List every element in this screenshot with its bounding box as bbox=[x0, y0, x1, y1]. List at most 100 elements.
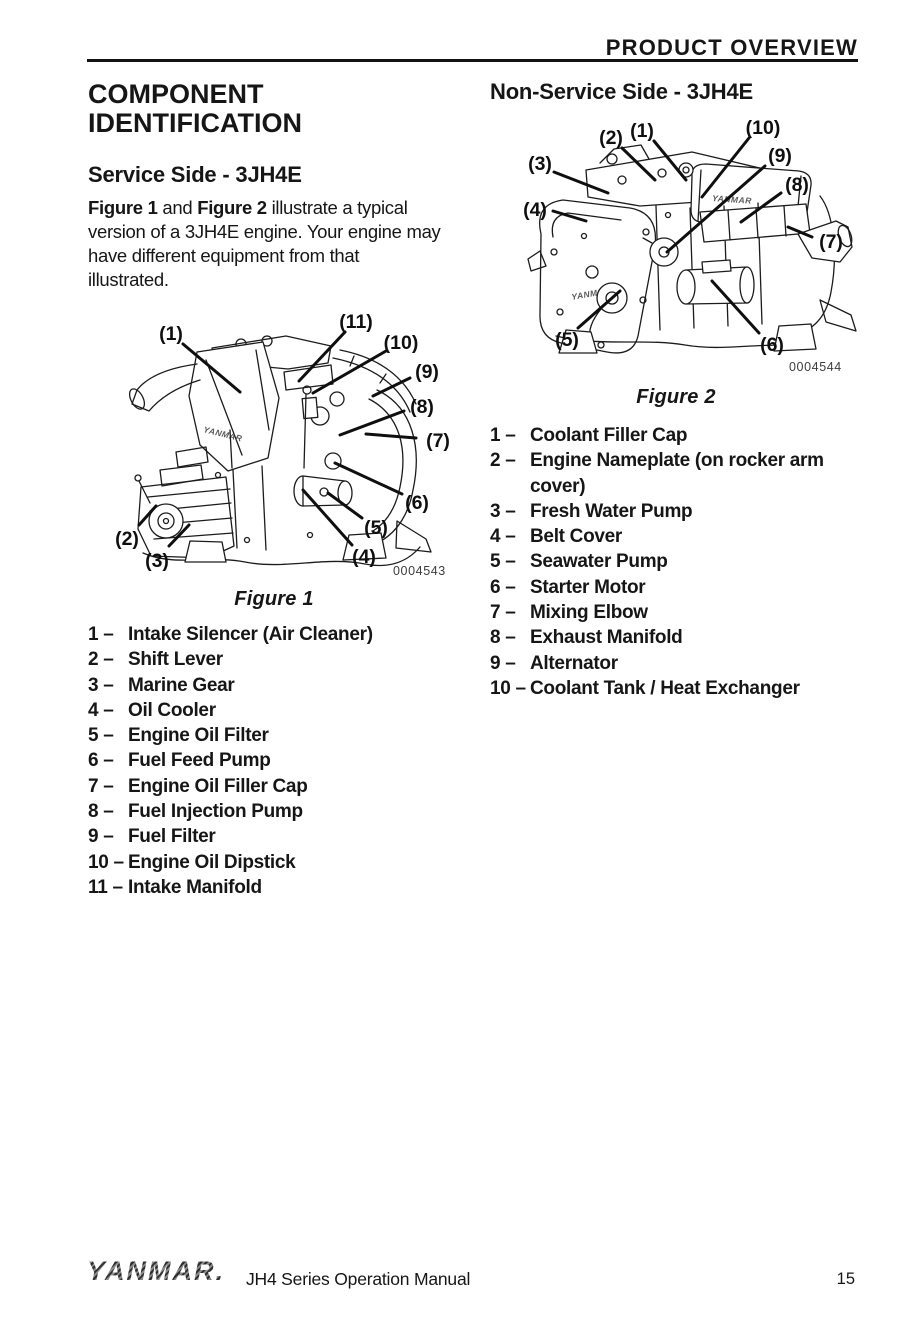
item-label: Seawater Pump bbox=[530, 551, 668, 573]
footer-manual-title: JH4 Series Operation Manual bbox=[246, 1269, 471, 1289]
item-number: 9 – bbox=[88, 826, 114, 848]
component-list-item: 7 – Mixing Elbow bbox=[490, 600, 862, 625]
callout-leader-line bbox=[364, 432, 418, 440]
component-list-item: 1 –Coolant Filler Cap bbox=[490, 423, 862, 448]
item-label: Mixing Elbow bbox=[530, 602, 648, 624]
callout-leader-line bbox=[326, 491, 364, 520]
item-number: 6 – bbox=[490, 576, 516, 598]
component-list-item: 5 –Engine Oil Filter bbox=[88, 723, 472, 748]
item-label: Fuel Injection Pump bbox=[128, 801, 303, 823]
item-number: 5 – bbox=[88, 725, 114, 747]
callout-leader-line bbox=[700, 136, 751, 199]
callout-label: (9) bbox=[768, 145, 792, 167]
item-number: 9 – bbox=[490, 652, 516, 674]
item-label: Coolant Filler Cap bbox=[530, 425, 688, 446]
callout-label: (4) bbox=[523, 199, 547, 221]
callout-label: (5) bbox=[364, 517, 388, 539]
component-list-item: 2 – Engine Nameplate (on rocker arm cover… bbox=[490, 448, 862, 499]
item-label: Engine Oil Dipstick bbox=[128, 851, 296, 873]
component-list-item: 2 – Shift Lever bbox=[88, 647, 472, 672]
non-service-side-heading: Non-Service Side - 3JH4E bbox=[490, 79, 753, 104]
figure1-caption: Figure 1 bbox=[234, 588, 314, 610]
callout-label: (2) bbox=[599, 127, 623, 149]
intro-paragraph: Figure 1 and Figure 2 illustrate a typic… bbox=[88, 196, 474, 292]
item-label: Alternator bbox=[530, 652, 618, 674]
engine-line-art: YANMAR bbox=[128, 335, 432, 567]
item-number: 7 – bbox=[490, 602, 516, 624]
callout-label: (3) bbox=[528, 153, 552, 175]
figure-reference: Figure 1 bbox=[88, 197, 158, 218]
component-list-item: 3 – Fresh Water Pump bbox=[490, 499, 862, 524]
callout-label: (7) bbox=[819, 231, 843, 253]
figure2-photo-id: 0004544 bbox=[789, 360, 842, 374]
callout-label: (10) bbox=[746, 117, 781, 139]
component-list-item: 3 – Marine Gear bbox=[88, 673, 472, 698]
figure2-engine-diagram: YANMAR YANMAR bbox=[523, 117, 857, 356]
component-list-item: 10 –Engine Oil Dipstick bbox=[88, 850, 472, 875]
callout-leader-line bbox=[338, 409, 406, 437]
callout-label: (6) bbox=[760, 334, 784, 356]
item-label: Shift Lever bbox=[128, 649, 223, 671]
figure1-callouts: (1)(2)(3)(4)(5)(6)(7)(8)(9)(10)(11) bbox=[115, 311, 450, 572]
item-number: 3 – bbox=[490, 500, 516, 522]
page-header-title: PRODUCT OVERVIEW bbox=[605, 35, 858, 60]
item-number: 2 – bbox=[490, 450, 516, 472]
item-label: Engine Nameplate (on rocker arm cover) bbox=[530, 450, 824, 497]
component-list-item: 7 –Engine Oil Filler Cap bbox=[88, 774, 472, 799]
item-number: 7 – bbox=[88, 775, 114, 797]
callout-leader-line bbox=[710, 279, 761, 335]
component-list-item: 8 – Exhaust Manifold bbox=[490, 625, 862, 650]
item-label: Fuel Feed Pump bbox=[128, 750, 271, 772]
item-label: Fuel Filter bbox=[128, 826, 216, 848]
component-list-item: 10 –Coolant Tank / Heat Exchanger bbox=[490, 676, 862, 701]
callout-label: (10) bbox=[384, 332, 419, 354]
item-number: 10 – bbox=[490, 677, 526, 699]
callout-label: (1) bbox=[159, 323, 183, 345]
callout-leader-line bbox=[552, 170, 610, 195]
callout-leader-line bbox=[665, 164, 767, 254]
item-number: 3 – bbox=[88, 674, 114, 696]
section-title-line1: COMPONENT bbox=[88, 79, 264, 109]
item-label: Intake Silencer (Air Cleaner) bbox=[128, 624, 373, 645]
item-number: 8 – bbox=[490, 627, 516, 649]
item-number: 8 – bbox=[88, 801, 114, 823]
figure1-photo-id: 0004543 bbox=[393, 564, 446, 578]
item-number: 1 – bbox=[88, 624, 114, 645]
yanmar-logo: YANMAR. bbox=[87, 1256, 225, 1286]
item-label: Fresh Water Pump bbox=[530, 500, 693, 522]
intro-text: illustrated. bbox=[88, 269, 169, 290]
callout-label: (6) bbox=[405, 492, 429, 514]
callout-label: (8) bbox=[785, 174, 809, 196]
component-list-item: 4 –Belt Cover bbox=[490, 524, 862, 549]
item-label: Marine Gear bbox=[128, 674, 235, 696]
item-number: 11 – bbox=[88, 876, 123, 898]
component-list-item: 9 – Alternator bbox=[490, 651, 862, 676]
figure2-callouts: (1)(2)(3)(4)(5)(6)(7)(8)(9)(10) bbox=[523, 117, 843, 356]
item-number: 4 – bbox=[490, 526, 516, 548]
item-label: Starter Motor bbox=[530, 576, 646, 598]
callout-leader-line bbox=[786, 225, 814, 239]
component-list-item: 1 – Intake Silencer (Air Cleaner) bbox=[88, 622, 472, 647]
callout-leader-line bbox=[137, 504, 158, 527]
intro-text: illustrate a typical bbox=[266, 197, 408, 218]
header-rule bbox=[87, 59, 858, 62]
item-label: Exhaust Manifold bbox=[530, 627, 683, 649]
section-title-line2: IDENTIFICATION bbox=[88, 108, 302, 138]
callout-label: (3) bbox=[145, 550, 169, 572]
item-number: 2 – bbox=[88, 649, 114, 671]
service-side-heading: Service Side - 3JH4E bbox=[88, 162, 302, 187]
callout-leader-line bbox=[333, 461, 404, 496]
callout-leader-line bbox=[311, 349, 388, 395]
item-label: Intake Manifold bbox=[128, 876, 262, 898]
intro-text: have different equipment from that bbox=[88, 245, 360, 266]
item-number: 10 – bbox=[88, 851, 124, 873]
callout-leader-line bbox=[297, 330, 347, 383]
component-list-item: 6 – Fuel Feed Pump bbox=[88, 748, 472, 773]
callout-leader-line bbox=[652, 139, 688, 182]
item-number: 6 – bbox=[88, 750, 114, 772]
callout-leader-line bbox=[551, 209, 588, 223]
component-list-item: 4 –Oil Cooler bbox=[88, 698, 472, 723]
page-number: 15 bbox=[836, 1270, 855, 1288]
